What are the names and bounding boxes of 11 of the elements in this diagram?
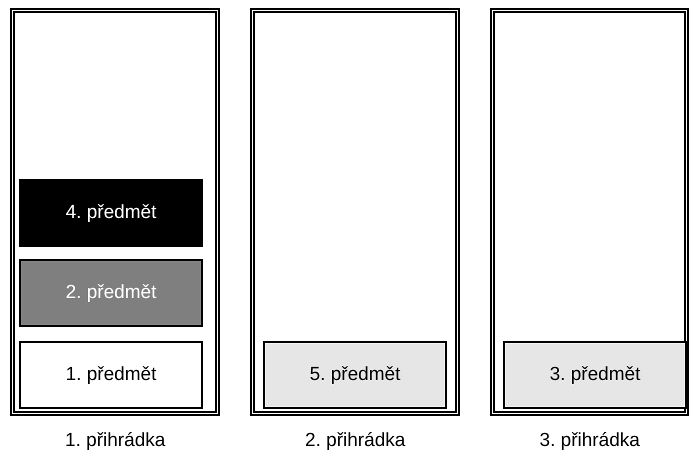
- bin-compartment: [250, 8, 460, 416]
- item-block: 5. předmět: [263, 341, 447, 409]
- item-block: 1. předmět: [19, 341, 203, 409]
- bin-compartment: [490, 8, 689, 416]
- compartment-label: 3. přihrádka: [540, 430, 640, 452]
- item-block: 2. předmět: [19, 259, 203, 327]
- bin-compartment: [10, 8, 220, 416]
- compartment-label: 2. přihrádka: [305, 430, 406, 452]
- item-block: 3. předmět: [503, 341, 687, 409]
- item-block: 4. předmět: [19, 179, 203, 247]
- compartment-label: 1. přihrádka: [65, 430, 166, 452]
